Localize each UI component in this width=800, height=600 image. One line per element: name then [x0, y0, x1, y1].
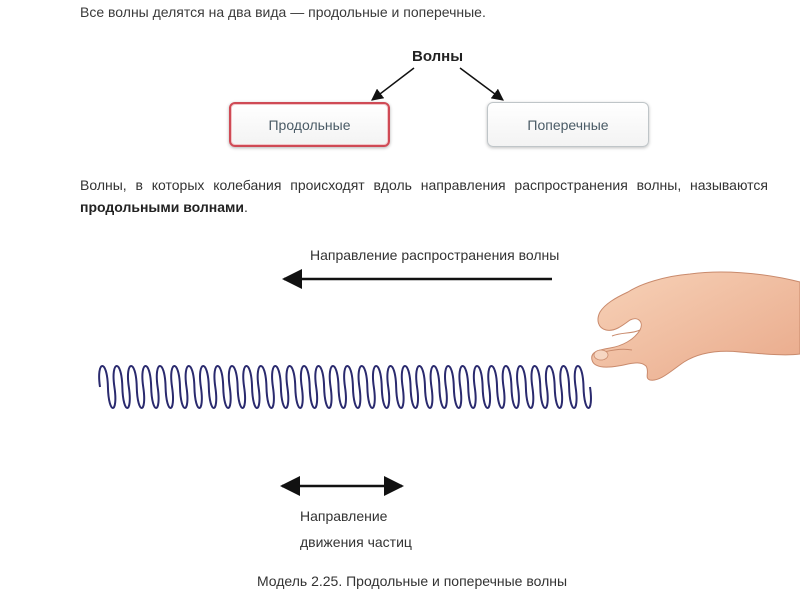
hand-icon: [591, 271, 800, 381]
diagram-connectors: [371, 67, 504, 101]
figure-caption: Модель 2.25. Продольные и поперечные вол…: [256, 573, 568, 589]
definition-term: продольными волнами: [80, 199, 244, 215]
movement-label-line1: Направление: [300, 508, 388, 524]
intro-text: Все волны делятся на два вида — продольн…: [80, 4, 486, 20]
definition-text: Волны, в которых колебания происходят вд…: [80, 177, 768, 193]
waves-root-label: Волны: [411, 48, 464, 65]
movement-label-line2: движения частиц: [300, 534, 412, 550]
transverse-label: Поперечные: [527, 116, 609, 133]
propagation-label: Направление распространения волны: [310, 247, 560, 263]
particle-movement-label: Направление движения частиц: [300, 503, 412, 555]
transverse-box[interactable]: Поперечные: [487, 102, 649, 147]
longitudinal-label: Продольные: [268, 116, 351, 133]
arrow-to-transverse: [459, 67, 504, 101]
spring-coil: [98, 365, 592, 409]
spring-path: [98, 365, 592, 409]
arrow-to-longitudinal: [371, 67, 415, 101]
longitudinal-box[interactable]: Продольные: [229, 102, 390, 147]
definition-end: .: [243, 199, 248, 215]
definition-paragraph: Волны, в которых колебания происходят вд…: [80, 174, 768, 218]
